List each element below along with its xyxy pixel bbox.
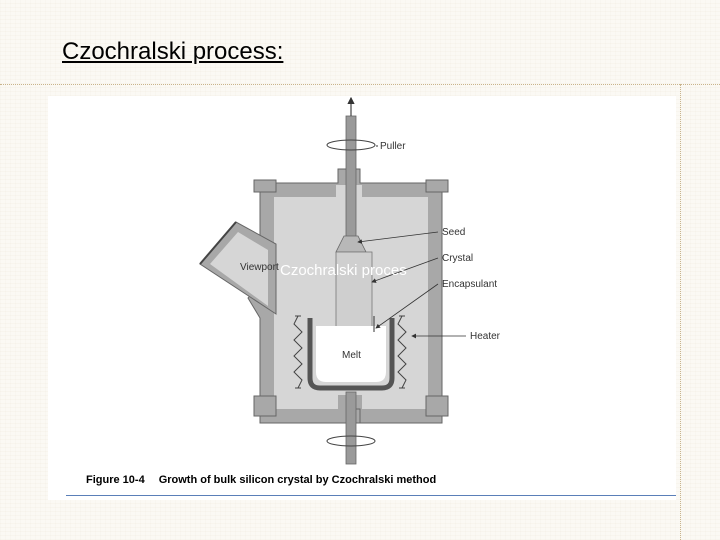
heater-label: Heater — [470, 331, 501, 342]
figure-panel: Melt Puller Seed Crystal — [48, 96, 676, 500]
heater-right — [397, 315, 407, 389]
bottom-shaft — [326, 391, 376, 465]
crucible: Melt — [307, 316, 395, 391]
viewport-arm — [199, 221, 277, 315]
seed-label: Seed — [442, 227, 465, 238]
czochralski-diagram: Melt Puller Seed Crystal — [199, 96, 501, 465]
viewport-label: Viewport — [240, 262, 279, 273]
encapsulant-label: Encapsulant — [442, 279, 497, 290]
caption-rule — [66, 495, 676, 496]
slide-title: Czochralski process: — [62, 38, 284, 65]
decorative-divider-vertical — [680, 84, 681, 540]
puller-label: Puller — [380, 141, 406, 152]
figure-caption: Figure 10-4 Growth of bulk silicon crysta… — [86, 474, 436, 486]
overlay-caption-text: Czochralski proces — [280, 262, 407, 279]
figure-number: Figure 10-4 — [86, 474, 145, 486]
figure-caption-text: Growth of bulk silicon crystal by Czochr… — [158, 474, 437, 486]
crystal-label: Crystal — [442, 253, 473, 264]
leader-lines — [357, 145, 466, 339]
heater-left — [293, 315, 303, 389]
melt-label: Melt — [342, 350, 361, 361]
decorative-divider — [0, 84, 720, 85]
